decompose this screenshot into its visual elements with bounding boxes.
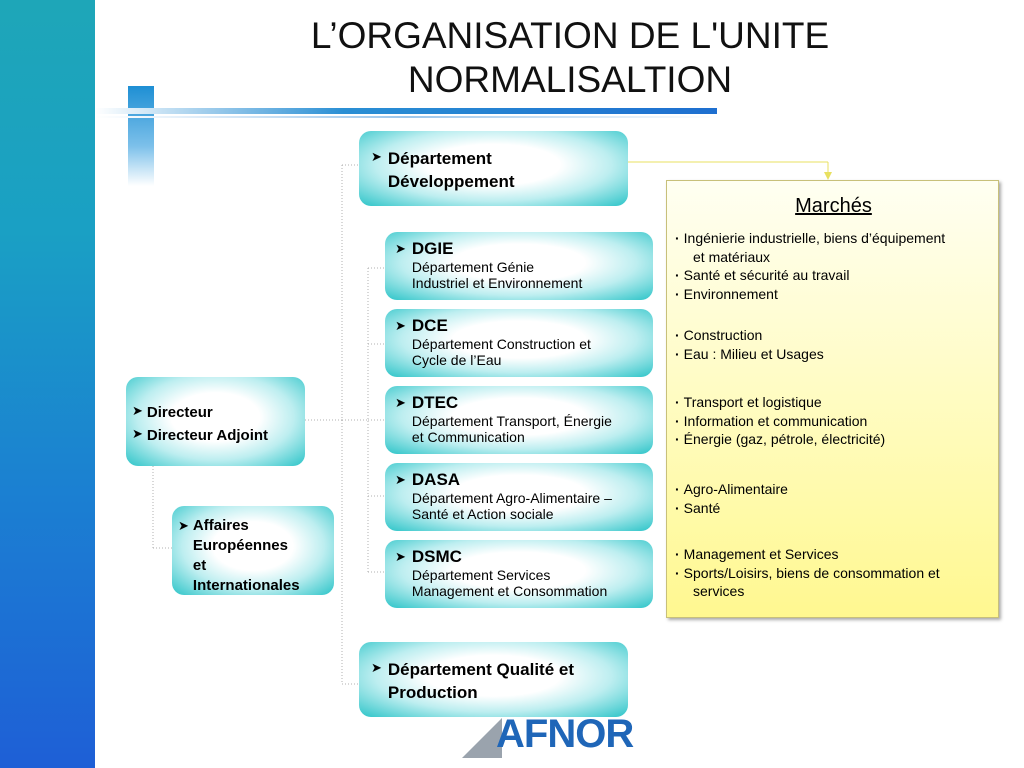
arrow-bullet-icon: ➤ [371,660,382,675]
markets-panel: Marchés ·Ingénierie industrielle, biens … [666,180,999,618]
arrow-bullet-icon: ➤ [395,318,406,333]
dept-box-dtec: ➤ DTEC Département Transport, Énergie et… [385,386,653,454]
accent-bar [128,86,154,186]
arrow-bullet-icon: ➤ [395,241,406,256]
dev-department-box: ➤ Département Développement [359,131,628,206]
dept-box-dce: ➤ DCE Département Construction et Cycle … [385,309,653,377]
dept-desc-2: Management et Consommation [411,583,608,599]
square-bullet-icon: · [675,499,680,516]
markets-group-5: ·Management et Services ·Sports/Loisirs,… [675,545,995,601]
dept-desc-2: et Communication [411,429,525,445]
arrow-bullet-icon: ➤ [395,549,406,564]
arrow-bullet-icon: ➤ [178,518,189,533]
dept-desc-2: Industriel et Environnement [411,275,583,291]
affaires-line-2: Européennes [192,537,288,554]
market-item: et matériaux [693,248,771,265]
markets-group-4: ·Agro-Alimentaire ·Santé [675,480,995,517]
market-item: Santé [683,499,721,516]
square-bullet-icon: · [675,431,680,447]
square-bullet-icon: · [675,230,680,246]
dept-code: DGIE [411,239,454,258]
dev-line-1: Département [387,149,492,168]
markets-group-3: ·Transport et logistique ·Information et… [675,393,995,449]
market-item: Eau : Milieu et Usages [683,345,824,362]
arrow-bullet-icon: ➤ [395,472,406,487]
title-line-2: NORMALISALTION [407,59,733,100]
affaires-line-3: et [192,557,207,574]
dept-code: DTEC [411,393,459,412]
arrow-bullet-icon: ➤ [395,395,406,410]
title-line-1: L’ORGANISATION DE L'UNITE [310,15,830,56]
dept-code: DSMC [411,547,462,566]
arrow-bullet-icon: ➤ [371,149,382,164]
market-item: Transport et logistique [683,394,822,410]
dept-desc-1: Département Transport, Énergie [411,413,612,429]
afnor-logo: AFNOR [496,712,634,756]
page-title: L’ORGANISATION DE L'UNITE NORMALISALTION [230,14,910,102]
afnor-logo-mark [462,718,502,758]
director-box: ➤ Directeur ➤ Directeur Adjoint [126,377,305,466]
dept-desc-2: Cycle de l’Eau [411,352,502,368]
markets-title: Marchés [795,195,872,217]
title-rule-highlight [95,116,717,118]
market-item: Énergie (gaz, pétrole, électricité) [683,431,886,447]
market-item: services [693,583,745,599]
market-item: Ingénierie industrielle, biens d’équipem… [683,230,946,246]
affaires-line-4: Internationales [192,577,300,594]
markets-group-2: ·Construction ·Eau : Milieu et Usages [675,326,995,363]
square-bullet-icon: · [675,345,680,362]
dept-desc-1: Département Services [411,567,551,583]
quality-line-1: Département Qualité et [387,660,575,679]
arrow-bullet-icon: ➤ [132,403,143,418]
left-decorative-band [0,0,95,768]
dept-code: DCE [411,316,448,335]
square-bullet-icon: · [675,327,680,343]
dept-box-dasa: ➤ DASA Département Agro-Alimentaire – Sa… [385,463,653,531]
dept-desc-1: Département Génie [411,259,535,275]
square-bullet-icon: · [675,481,680,497]
dept-code: DASA [411,470,461,489]
markets-arrow-icon [824,172,832,180]
market-item: Management et Services [683,546,839,562]
dev-line-2: Développement [387,172,515,191]
affaires-line-1: Affaires [192,517,249,534]
dept-desc-1: Département Construction et [411,336,591,352]
market-item: Information et communication [683,412,868,429]
market-item: Environnement [683,285,778,302]
square-bullet-icon: · [675,546,680,562]
quality-line-2: Production [387,683,478,702]
market-item: Construction [683,327,763,343]
market-item: Santé et sécurité au travail [683,267,850,283]
deputy-director-label: Directeur Adjoint [146,427,269,444]
dept-box-dsmc: ➤ DSMC Département Services Management e… [385,540,653,608]
arrow-bullet-icon: ➤ [132,426,143,441]
dept-desc-1: Département Agro-Alimentaire – [411,490,612,506]
market-item: Sports/Loisirs, biens de consommation et [683,564,940,581]
dept-desc-2: Santé et Action sociale [411,506,554,522]
square-bullet-icon: · [675,412,680,429]
square-bullet-icon: · [675,267,680,283]
square-bullet-icon: · [675,394,680,410]
quality-department-box: ➤ Département Qualité et Production [359,642,628,717]
director-label: Directeur [146,404,213,421]
title-rule [95,108,717,114]
markets-group-1: ·Ingénierie industrielle, biens d’équipe… [675,229,995,303]
market-item: Agro-Alimentaire [683,481,788,497]
dept-box-dgie: ➤ DGIE Département Génie Industriel et E… [385,232,653,300]
square-bullet-icon: · [675,285,680,302]
square-bullet-icon: · [675,564,680,581]
affaires-box: ➤ Affaires Européennes et Internationale… [172,506,334,595]
